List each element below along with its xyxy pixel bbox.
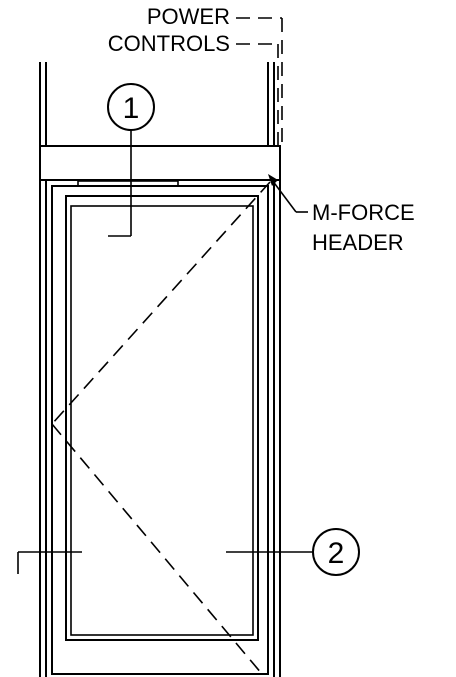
controls-label: CONTROLS [108, 31, 230, 56]
callout-1-number: 1 [123, 92, 140, 125]
door-frame [39, 180, 281, 677]
callout-2 [226, 528, 360, 576]
m-force-header-bar [39, 145, 281, 181]
power-label: POWER [147, 4, 230, 29]
leader-arrowhead [268, 174, 278, 186]
left-leader [17, 551, 82, 574]
m-force-label: M-FORCE [312, 200, 415, 225]
door-leaf [51, 185, 269, 675]
header-leader [268, 174, 308, 213]
operator-arm [77, 180, 179, 187]
callout-2-number: 2 [328, 537, 345, 570]
header-label: HEADER [312, 230, 404, 255]
swing-indication [51, 181, 271, 675]
callout-1 [107, 83, 155, 237]
wall-lines [39, 62, 275, 146]
power-controls-leaders [236, 17, 283, 150]
